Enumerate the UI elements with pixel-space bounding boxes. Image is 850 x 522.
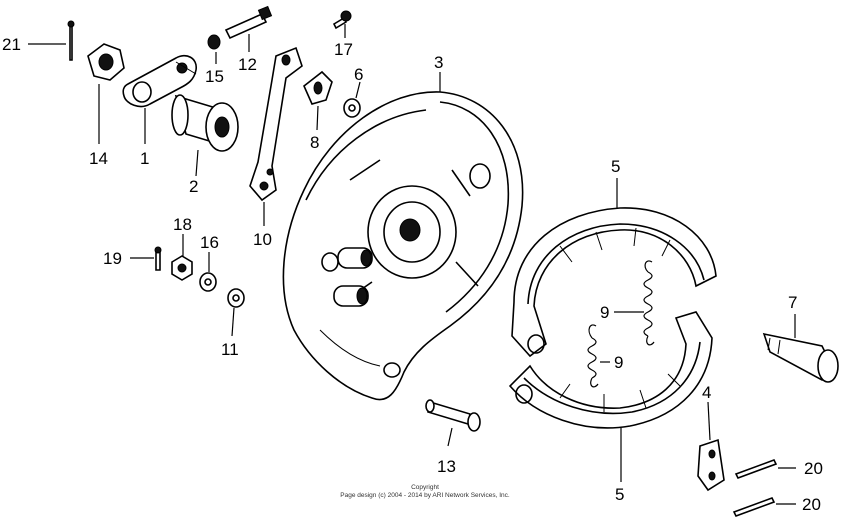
pins-part-20 <box>732 459 778 517</box>
brake-shoe-upper <box>511 207 717 358</box>
nut-part-14 <box>87 43 125 81</box>
washer-part-11 <box>227 288 245 308</box>
label-8: 8 <box>310 133 319 152</box>
shim-part-8 <box>303 70 333 105</box>
washer-part-6 <box>343 98 361 118</box>
seal-part-2 <box>171 94 239 152</box>
screw-part-17 <box>332 10 352 30</box>
label-14: 14 <box>89 149 108 168</box>
label-5-lower: 5 <box>615 485 624 504</box>
label-20-upper: 20 <box>804 459 823 478</box>
pin-part-19 <box>154 246 162 271</box>
label-15: 15 <box>205 67 224 86</box>
label-6: 6 <box>354 65 363 84</box>
label-20-lower: 20 <box>802 495 821 514</box>
washer-part-16 <box>199 272 217 292</box>
brake-shoe-lower <box>508 311 713 429</box>
brake-arm-part <box>122 54 197 108</box>
bolt-part-12 <box>224 5 273 40</box>
rod-part-10 <box>249 46 303 202</box>
plate-part-4 <box>697 438 725 492</box>
label-1: 1 <box>140 149 149 168</box>
label-16: 16 <box>200 233 219 252</box>
part-labels: 21 14 1 2 12 15 17 6 8 3 10 18 16 19 11 … <box>2 35 823 514</box>
label-9-upper: 9 <box>600 303 609 322</box>
copyright-notice: Copyright Page design (c) 2004 - 2014 by… <box>340 484 510 499</box>
label-18: 18 <box>173 215 192 234</box>
pin-part-13 <box>425 399 481 432</box>
cam-part-7 <box>762 332 839 383</box>
label-10: 10 <box>253 230 272 249</box>
copyright-line-1: Copyright <box>411 484 439 491</box>
label-12: 12 <box>238 55 257 74</box>
label-4: 4 <box>702 383 711 402</box>
nut-part-18 <box>171 255 193 281</box>
label-3: 3 <box>434 53 443 72</box>
springs-part-9 <box>587 260 655 388</box>
label-21: 21 <box>2 35 21 54</box>
label-9-lower: 9 <box>614 353 623 372</box>
label-11: 11 <box>221 340 239 359</box>
label-7: 7 <box>788 293 797 312</box>
label-17: 17 <box>334 40 353 59</box>
brake-panel-part <box>282 91 524 401</box>
label-13: 13 <box>437 457 456 476</box>
leader-lines <box>28 24 796 505</box>
pin-part-21 <box>67 20 75 61</box>
label-2: 2 <box>189 177 198 196</box>
copyright-line-2: Page design (c) 2004 - 2014 by ARI Netwo… <box>340 492 510 499</box>
nut-part-15 <box>207 34 221 50</box>
label-19: 19 <box>103 249 122 268</box>
label-5-upper: 5 <box>611 157 620 176</box>
